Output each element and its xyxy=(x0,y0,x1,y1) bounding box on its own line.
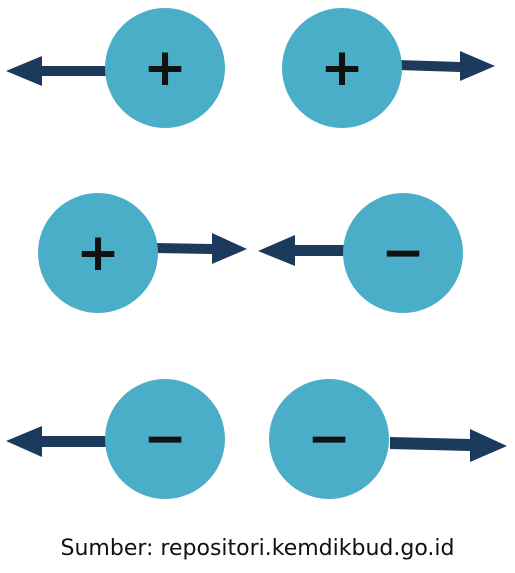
arrow-left-icon xyxy=(258,235,350,266)
charge-circle xyxy=(343,193,463,313)
arrow-right-icon xyxy=(390,429,507,462)
pair-2-attraction: + − xyxy=(38,193,463,313)
charge-sign: − xyxy=(307,409,351,469)
charge-sign: + xyxy=(320,38,364,98)
pair-1-repulsion-positive: + + xyxy=(6,8,495,128)
charge-sign: + xyxy=(76,223,120,283)
charge-circle xyxy=(38,193,158,313)
arrow-right-icon xyxy=(155,233,247,264)
pair-3-repulsion-negative: − − xyxy=(6,379,507,499)
charge-sign: − xyxy=(143,409,187,469)
charge-circle xyxy=(269,379,389,499)
arrow-left-icon xyxy=(6,56,108,86)
arrow-right-icon xyxy=(398,51,495,81)
charge-circle xyxy=(105,379,225,499)
arrow-left-icon xyxy=(6,426,110,457)
charge-circle xyxy=(282,8,402,128)
charge-sign: − xyxy=(381,223,425,283)
charge-circle xyxy=(105,8,225,128)
charge-sign: + xyxy=(143,38,187,98)
source-caption: Sumber: repositori.kemdikbud.go.id xyxy=(60,536,455,561)
